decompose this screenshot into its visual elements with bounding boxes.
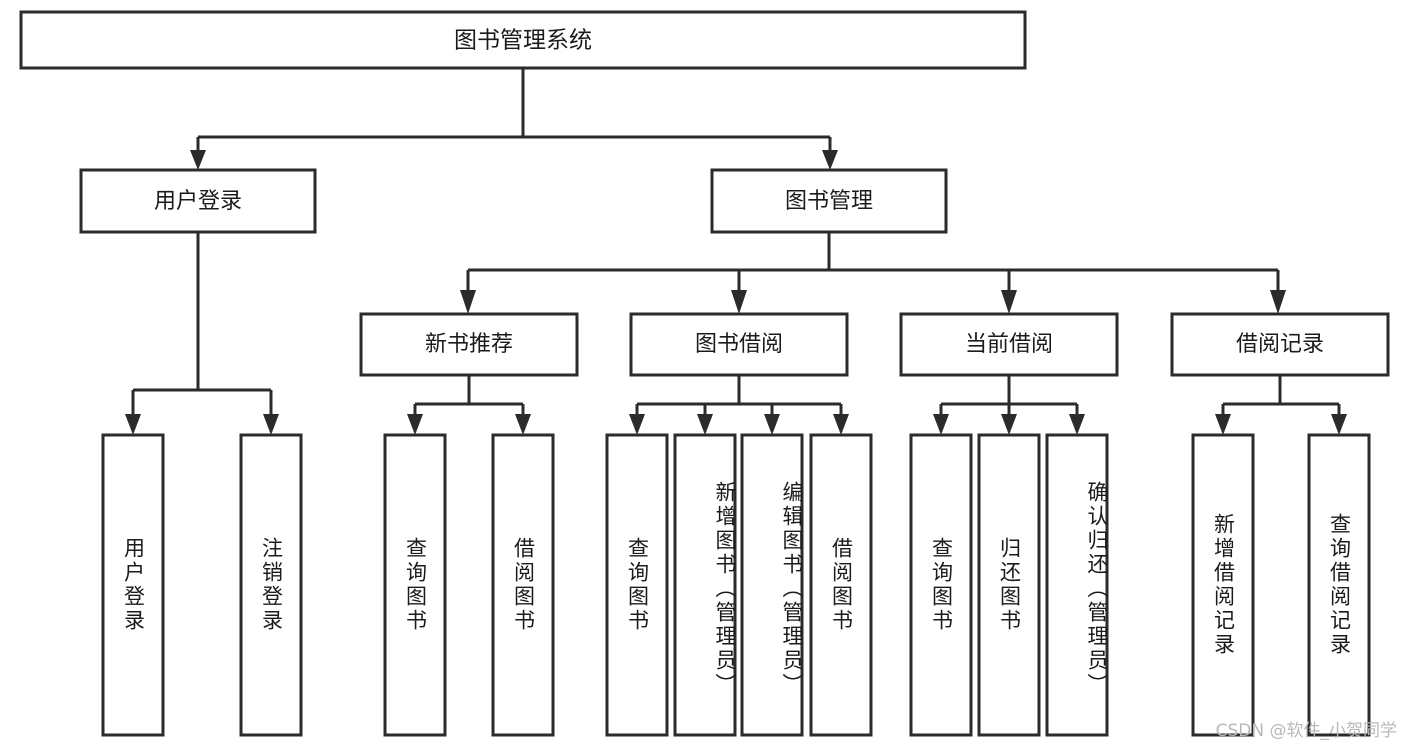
leaf-return-book-box[interactable] — [977, 433, 1041, 737]
leaf-query-book-1-box[interactable] — [383, 433, 447, 737]
arrowhead-icon — [460, 290, 476, 314]
book-borrow-label: 图书借阅 — [695, 332, 783, 357]
book-management-label: 图书管理 — [785, 189, 873, 214]
borrow-record-label: 借阅记录 — [1236, 332, 1324, 357]
arrowhead-icon — [263, 414, 279, 435]
arrowhead-icon — [1001, 290, 1017, 314]
leaf-query-record-box[interactable] — [1307, 433, 1371, 737]
user-login-box[interactable] — [79, 168, 317, 234]
arrowhead-icon — [822, 150, 838, 170]
user-login-label: 用户登录 — [154, 189, 242, 214]
connector-root-to-level2 — [190, 68, 838, 170]
leaf-user-login-box[interactable] — [101, 433, 165, 737]
node-borrow-record[interactable]: 借阅记录 — [1170, 312, 1390, 377]
connector-book-management-to-level3 — [460, 232, 1286, 314]
arrowhead-icon — [125, 414, 141, 435]
arrowhead-icon — [697, 414, 713, 435]
node-current-borrow[interactable]: 当前借阅 — [899, 312, 1119, 377]
node-user-login[interactable]: 用户登录 — [79, 168, 317, 234]
arrowhead-icon — [1331, 414, 1347, 435]
new-book-recommend-box[interactable] — [359, 312, 579, 377]
arrowhead-icon — [764, 414, 780, 435]
leaf-logout-login-box[interactable] — [239, 433, 303, 737]
leaf-add-book-box[interactable] — [673, 433, 737, 737]
arrowhead-icon — [515, 414, 531, 435]
root-label: 图书管理系统 — [454, 28, 592, 54]
arrowhead-icon — [407, 414, 423, 435]
node-book-borrow[interactable]: 图书借阅 — [629, 312, 849, 377]
connector-book-borrow-to-leaves — [629, 375, 849, 435]
connector-borrow-record-to-leaves — [1215, 375, 1347, 435]
node-book-management[interactable]: 图书管理 — [710, 168, 948, 234]
current-borrow-label: 当前借阅 — [965, 332, 1053, 357]
arrowhead-icon — [1069, 414, 1085, 435]
arrowhead-icon — [833, 414, 849, 435]
leaf-borrow-book-2-box[interactable] — [809, 433, 873, 737]
leaf-edit-book-box[interactable] — [740, 433, 804, 737]
connector-new-book-recommend-to-leaves — [407, 375, 531, 435]
arrowhead-icon — [1215, 414, 1231, 435]
arrowhead-icon — [731, 290, 747, 314]
arrowhead-icon — [629, 414, 645, 435]
current-borrow-box[interactable] — [899, 312, 1119, 377]
leaf-confirm-return-box[interactable] — [1045, 433, 1109, 737]
arrowhead-icon — [1270, 290, 1286, 314]
leaf-query-book-2-box[interactable] — [605, 433, 669, 737]
leaf-borrow-book-1-box[interactable] — [491, 433, 555, 737]
arrowhead-icon — [190, 150, 206, 170]
root-box[interactable] — [19, 10, 1027, 70]
arrowhead-icon — [933, 414, 949, 435]
watermark-text: CSDN @软件_小贺同学 — [1215, 721, 1397, 741]
connector-current-borrow-to-leaves — [933, 375, 1085, 435]
node-root[interactable]: 图书管理系统 — [19, 10, 1027, 70]
leaf-query-book-3-box[interactable] — [909, 433, 973, 737]
connector-user-login-to-leaves — [125, 232, 279, 435]
node-new-book-recommend[interactable]: 新书推荐 — [359, 312, 579, 377]
leaf-add-record-box[interactable] — [1191, 433, 1255, 737]
new-book-recommend-label: 新书推荐 — [425, 332, 513, 357]
arrowhead-icon — [1001, 414, 1017, 435]
